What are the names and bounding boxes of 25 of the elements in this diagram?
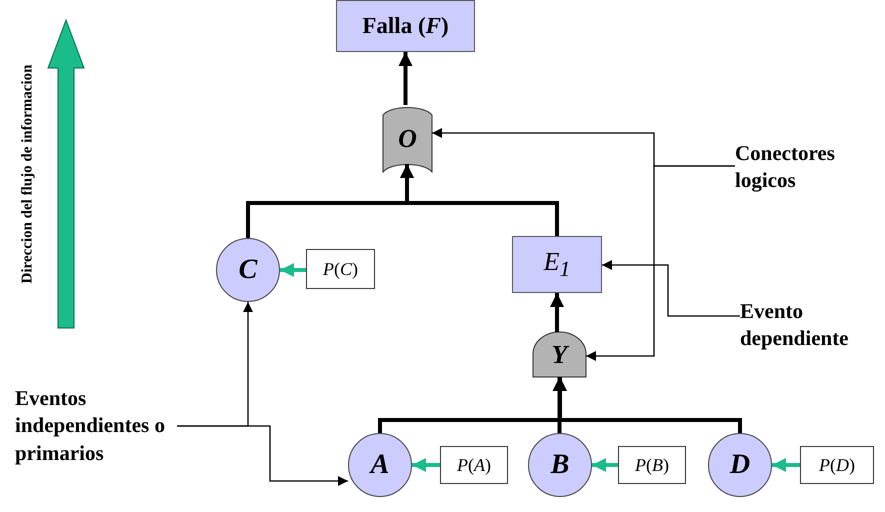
annotation-text: Conectores logicos [735,140,836,194]
event-circle: C [216,238,280,302]
axis-label: Direccion del flujo de informacion [20,64,36,284]
annotation-text: Evento dependiente [740,298,850,352]
event-circle: A [348,433,412,497]
annotation-text: Eventos independientes o primarios [15,385,166,467]
gate-label: Y [552,340,568,370]
probability-box: P(A) [440,446,508,484]
arrow [280,263,306,277]
arrow [592,458,618,472]
probability-box: P(B) [618,446,686,484]
arrow [550,293,564,332]
leader-line [177,425,348,486]
event-circle: B [528,433,592,497]
leader-line [602,260,740,317]
event-box: E$_{1}$ [512,236,602,293]
leader-line [586,165,735,361]
event-circle: D [708,433,772,497]
title-box: Falla (F) [336,0,475,52]
arrow [398,52,412,105]
probability-box: P(D) [800,446,874,484]
gate-label: O [398,124,417,154]
arrow [772,458,800,472]
arrow [412,458,440,472]
probability-box: P(C) [306,249,375,289]
